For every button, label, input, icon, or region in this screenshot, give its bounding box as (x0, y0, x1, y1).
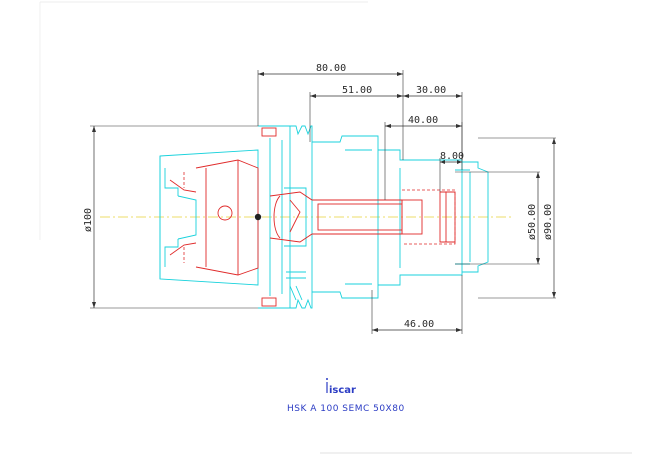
dim-30: 30.00 (416, 85, 446, 96)
dim-40: 40.00 (408, 115, 438, 126)
dim-8: 8.00 (440, 151, 464, 162)
dimension-lines (90, 70, 556, 334)
dim-51: 51.00 (342, 85, 372, 96)
holder-outline (159, 125, 489, 309)
ball-marker (254, 213, 262, 221)
iscar-logo: iscar (326, 378, 356, 396)
dimension-labels: 80.00 51.00 30.00 40.00 8.00 46.00 ø100 … (83, 63, 554, 330)
internal-features (169, 127, 456, 307)
dim-dia-100: ø100 (83, 208, 94, 232)
page-frame (39, 1, 632, 454)
tool-caption: HSK A 100 SEMC 50X80 (287, 404, 405, 414)
dim-dia-50: ø50.00 (527, 204, 538, 240)
dim-80: 80.00 (316, 63, 346, 74)
dim-dia-90: ø90.00 (543, 204, 554, 240)
dim-46: 46.00 (404, 319, 434, 330)
logo-text: iscar (329, 385, 356, 396)
